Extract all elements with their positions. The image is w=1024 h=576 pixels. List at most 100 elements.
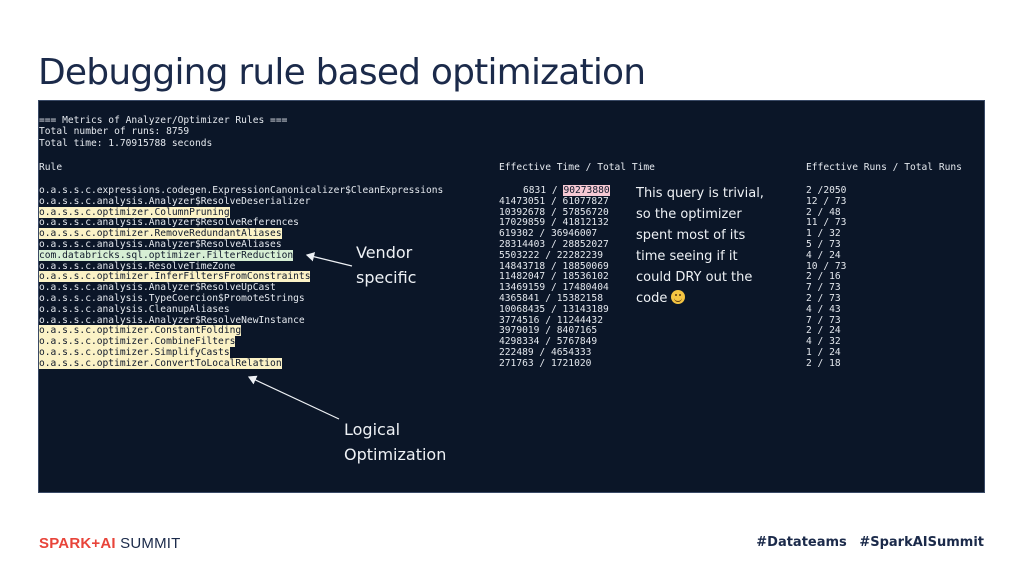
column-header-runs: Effective Runs / Total Runs bbox=[806, 162, 962, 173]
rule-time-effective: 5503222 bbox=[499, 249, 540, 261]
total-runs: Total number of runs: 8759 bbox=[39, 126, 190, 137]
rule-time-total: 15382158 bbox=[556, 293, 603, 304]
rule-time-effective: 13469159 bbox=[499, 282, 546, 294]
rule-time-total: 1721020 bbox=[550, 357, 592, 369]
rule-time-separator: / bbox=[545, 303, 563, 315]
rule-runs: 4 / 24 bbox=[806, 249, 841, 261]
rule-name: o.a.s.s.c.analysis.Analyzer$ResolveNewIn… bbox=[39, 314, 305, 326]
smiling-face-icon bbox=[671, 290, 686, 304]
rule-time-total: 18536102 bbox=[562, 271, 609, 283]
rule-time-effective: 4298334 bbox=[499, 336, 540, 348]
rule-time-effective: 17029859 bbox=[499, 217, 546, 229]
rule-time-total: 17480404 bbox=[562, 282, 609, 294]
rule-runs: 1 / 32 bbox=[806, 228, 841, 240]
rule-time: 619302 / 36946007 bbox=[499, 228, 597, 239]
rule-name: o.a.s.s.c.optimizer.RemoveRedundantAlias… bbox=[39, 228, 282, 240]
rule-time-separator: / bbox=[533, 357, 551, 369]
rule-time-separator: / bbox=[545, 271, 563, 283]
rule-time: 11482047 / 18536102 bbox=[499, 271, 609, 282]
trivial-line-3: spent most of its bbox=[636, 228, 746, 243]
rule-time-total: 22282239 bbox=[556, 249, 603, 261]
rule-runs: 7 / 73 bbox=[806, 282, 841, 294]
rule-time-effective: 10392678 bbox=[499, 206, 546, 218]
hashtag-sparkaisummit: #SparkAISummit bbox=[859, 535, 984, 550]
rule-time: 41473051 / 61077827 bbox=[499, 196, 609, 207]
rule-time: 5503222 / 22282239 bbox=[499, 250, 603, 261]
hashtag-datateams: #Datateams bbox=[756, 535, 847, 550]
metrics-header: === Metrics of Analyzer/Optimizer Rules … bbox=[39, 115, 288, 126]
rule-time: 13469159 / 17480404 bbox=[499, 282, 609, 293]
rule-name: o.a.s.s.c.analysis.Analyzer$ResolveUpCas… bbox=[39, 282, 276, 294]
rule-name: com.databricks.sql.optimizer.FilterReduc… bbox=[39, 249, 294, 261]
rule-runs: 4 / 43 bbox=[806, 303, 841, 315]
logical-optimization-annotation: Logical Optimization bbox=[344, 417, 446, 467]
logical-arrow-icon bbox=[247, 375, 340, 420]
rule-time: 271763 / 1721020 bbox=[499, 358, 591, 369]
rule-time-total: 28852027 bbox=[562, 239, 609, 250]
rule-time-separator: / bbox=[539, 325, 557, 337]
rule-time-total: 18850069 bbox=[562, 260, 609, 272]
rule-time-total: 36946007 bbox=[550, 228, 598, 240]
rule-time-separator: / bbox=[539, 336, 557, 348]
trivial-line-5: could DRY out the bbox=[636, 270, 753, 285]
rule-time-separator: / bbox=[545, 217, 563, 229]
rule-time-separator: / bbox=[546, 185, 564, 196]
rule-time: 17029859 / 41812132 bbox=[499, 217, 609, 228]
rule-runs: 12 / 73 bbox=[806, 195, 847, 207]
rule-time: 4365841 / 15382158 bbox=[499, 293, 603, 304]
rule-time-separator: / bbox=[545, 206, 563, 218]
rule-name: o.a.s.s.c.analysis.CleanupAliases bbox=[39, 303, 230, 315]
rule-time: 3774516 / 11244432 bbox=[499, 315, 603, 326]
rule-runs: 2 / 16 bbox=[806, 271, 841, 283]
trivial-line-6-text: code bbox=[636, 291, 668, 306]
rule-time-total: 61077827 bbox=[562, 195, 609, 207]
rule-name: o.a.s.s.c.expressions.codegen.Expression… bbox=[39, 185, 444, 196]
rule-runs: 4 / 32 bbox=[806, 336, 841, 348]
trivial-line-6: code bbox=[636, 288, 764, 309]
total-time: Total time: 1.70915788 seconds bbox=[39, 138, 213, 149]
rule-time: 10392678 / 57856720 bbox=[499, 207, 609, 218]
vendor-line-2: specific bbox=[356, 268, 417, 287]
rule-time-total: 13143189 bbox=[562, 303, 609, 315]
rule-runs: 2 / 18 bbox=[806, 357, 841, 369]
rule-runs: 5 / 73 bbox=[806, 239, 841, 250]
rule-time-total: 8407165 bbox=[556, 325, 598, 337]
rule-name: o.a.s.s.c.analysis.TypeCoercion$PromoteS… bbox=[39, 293, 305, 304]
rule-time-effective: 3979019 bbox=[499, 325, 540, 337]
rule-name: o.a.s.s.c.analysis.Analyzer$ResolveDeser… bbox=[39, 195, 311, 207]
rule-runs: 1 / 24 bbox=[806, 347, 841, 358]
rule-name: o.a.s.s.c.optimizer.ColumnPruning bbox=[39, 206, 230, 218]
rule-time-separator: / bbox=[533, 228, 551, 240]
rule-time-separator: / bbox=[545, 282, 563, 294]
rule-name: o.a.s.s.c.optimizer.SimplifyCasts bbox=[39, 347, 230, 358]
trivial-query-annotation: This query is trivial, so the optimizer … bbox=[636, 183, 764, 309]
rule-time-total: 41812132 bbox=[562, 217, 609, 229]
rule-time-separator: / bbox=[539, 314, 557, 326]
trivial-line-1: This query is trivial, bbox=[636, 186, 764, 201]
rule-runs: 2 /2050 bbox=[806, 185, 847, 196]
rule-time-effective: 271763 bbox=[499, 357, 534, 369]
logical-line-2: Optimization bbox=[344, 445, 447, 464]
logical-line-1: Logical bbox=[344, 420, 401, 439]
rule-runs: 7 / 73 bbox=[806, 314, 841, 326]
rule-time-effective: 3774516 bbox=[499, 314, 540, 326]
rule-time-total: 90273880 bbox=[563, 185, 610, 196]
rule-name: o.a.s.s.c.analysis.ResolveTimeZone bbox=[39, 260, 236, 272]
column-header-time: Effective Time / Total Time bbox=[499, 162, 655, 173]
rule-time-effective: 28314403 bbox=[499, 239, 546, 250]
hashtags: #Datateams #SparkAISummit bbox=[748, 535, 984, 550]
rule-time-effective: 11482047 bbox=[499, 271, 546, 283]
rule-time-separator: / bbox=[545, 260, 563, 272]
rule-time-separator: / bbox=[539, 293, 557, 304]
rule-runs: 10 / 73 bbox=[806, 260, 847, 272]
rule-time-effective: 41473051 bbox=[499, 195, 546, 207]
rule-time: 222489 / 4654333 bbox=[499, 347, 591, 358]
rule-time-separator: / bbox=[545, 195, 563, 207]
rule-time: 6831 / 90273880 bbox=[523, 185, 610, 196]
rule-time-separator: / bbox=[539, 249, 557, 261]
rule-time-effective: 222489 bbox=[499, 347, 534, 358]
rule-runs: 2 / 48 bbox=[806, 206, 841, 218]
vendor-arrow-icon bbox=[305, 252, 353, 267]
rule-time: 4298334 / 5767849 bbox=[499, 336, 597, 347]
spark-ai-summit-logo: SPARK+AI SUMMIT bbox=[39, 535, 181, 552]
